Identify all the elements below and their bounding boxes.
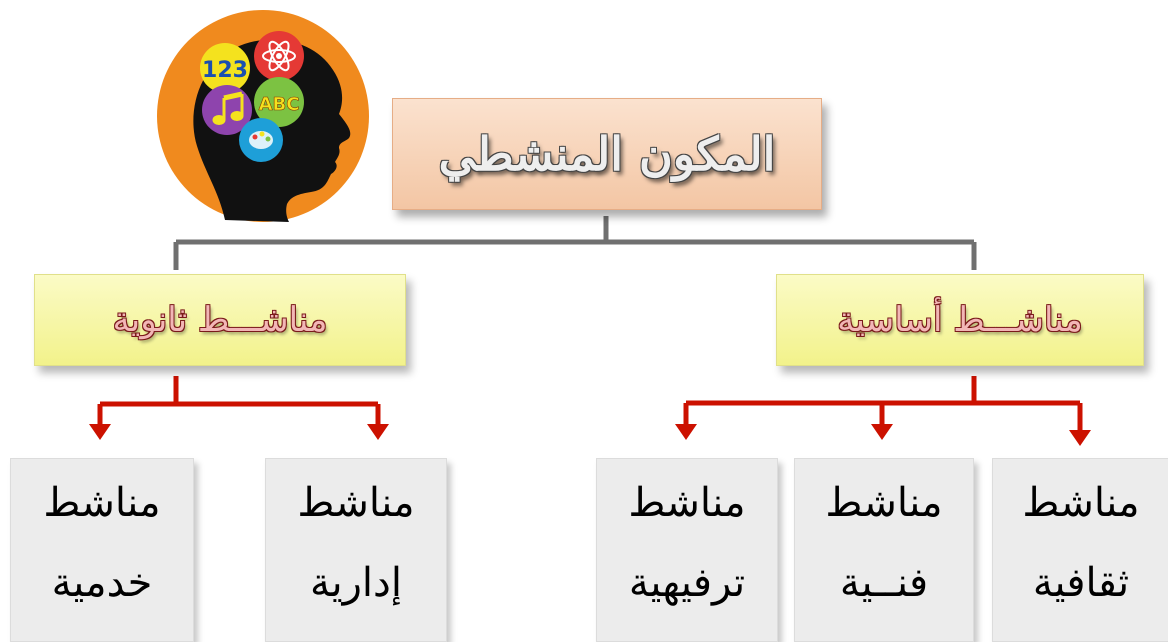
recreational-activities-line2: ترفيهية <box>628 560 746 606</box>
cultural-activities-line1: مناشط <box>1022 480 1140 526</box>
brain-head-icon: 123 ABC <box>157 10 369 222</box>
administrative-activities-line1: مناشط <box>297 480 415 526</box>
secondary-activities-label: مناشـــط ثانوية <box>112 300 328 340</box>
bubble-123 <box>200 43 250 93</box>
arrow-head-thaqafia <box>1069 430 1091 446</box>
arrow-head-idaria <box>367 424 389 440</box>
cultural-activities-node: مناشط ثقافية <box>992 458 1168 642</box>
bubble-123-label: 123 <box>202 58 248 83</box>
root-label: المكون المنشطي <box>438 127 776 181</box>
artistic-activities-node: مناشط فنــية <box>794 458 974 642</box>
palette-icon <box>249 131 273 149</box>
administrative-activities-node: مناشط إدارية <box>265 458 447 642</box>
artistic-activities-line1: مناشط <box>825 480 943 526</box>
cultural-activities-line2: ثقافية <box>1032 560 1130 606</box>
secondary-arrows <box>97 376 381 426</box>
recreational-activities-node: مناشط ترفيهية <box>596 458 778 642</box>
music-note-icon <box>212 91 244 125</box>
artistic-activities-line2: فنــية <box>839 560 929 606</box>
atom-icon <box>262 40 296 72</box>
arrow-head-khadamia <box>89 424 111 440</box>
bubble-abc-label: ABC <box>259 94 300 115</box>
service-activities-line2: خدمية <box>51 560 153 606</box>
recreational-activities-line1: مناشط <box>628 480 746 526</box>
primary-activities-node: مناشـــط أساسية <box>776 274 1144 366</box>
root-node: المكون المنشطي <box>392 98 822 210</box>
service-activities-node: مناشط خدمية <box>10 458 194 642</box>
root-connector <box>173 216 977 270</box>
primary-arrows <box>683 376 1083 432</box>
bubble-abc <box>254 77 304 127</box>
service-activities-line1: مناشط <box>43 480 161 526</box>
arrow-head-tarfihia <box>675 424 697 440</box>
secondary-activities-node: مناشـــط ثانوية <box>34 274 406 366</box>
administrative-activities-line2: إدارية <box>310 560 402 606</box>
arrow-head-fania <box>871 424 893 440</box>
primary-activities-label: مناشـــط أساسية <box>837 300 1083 340</box>
